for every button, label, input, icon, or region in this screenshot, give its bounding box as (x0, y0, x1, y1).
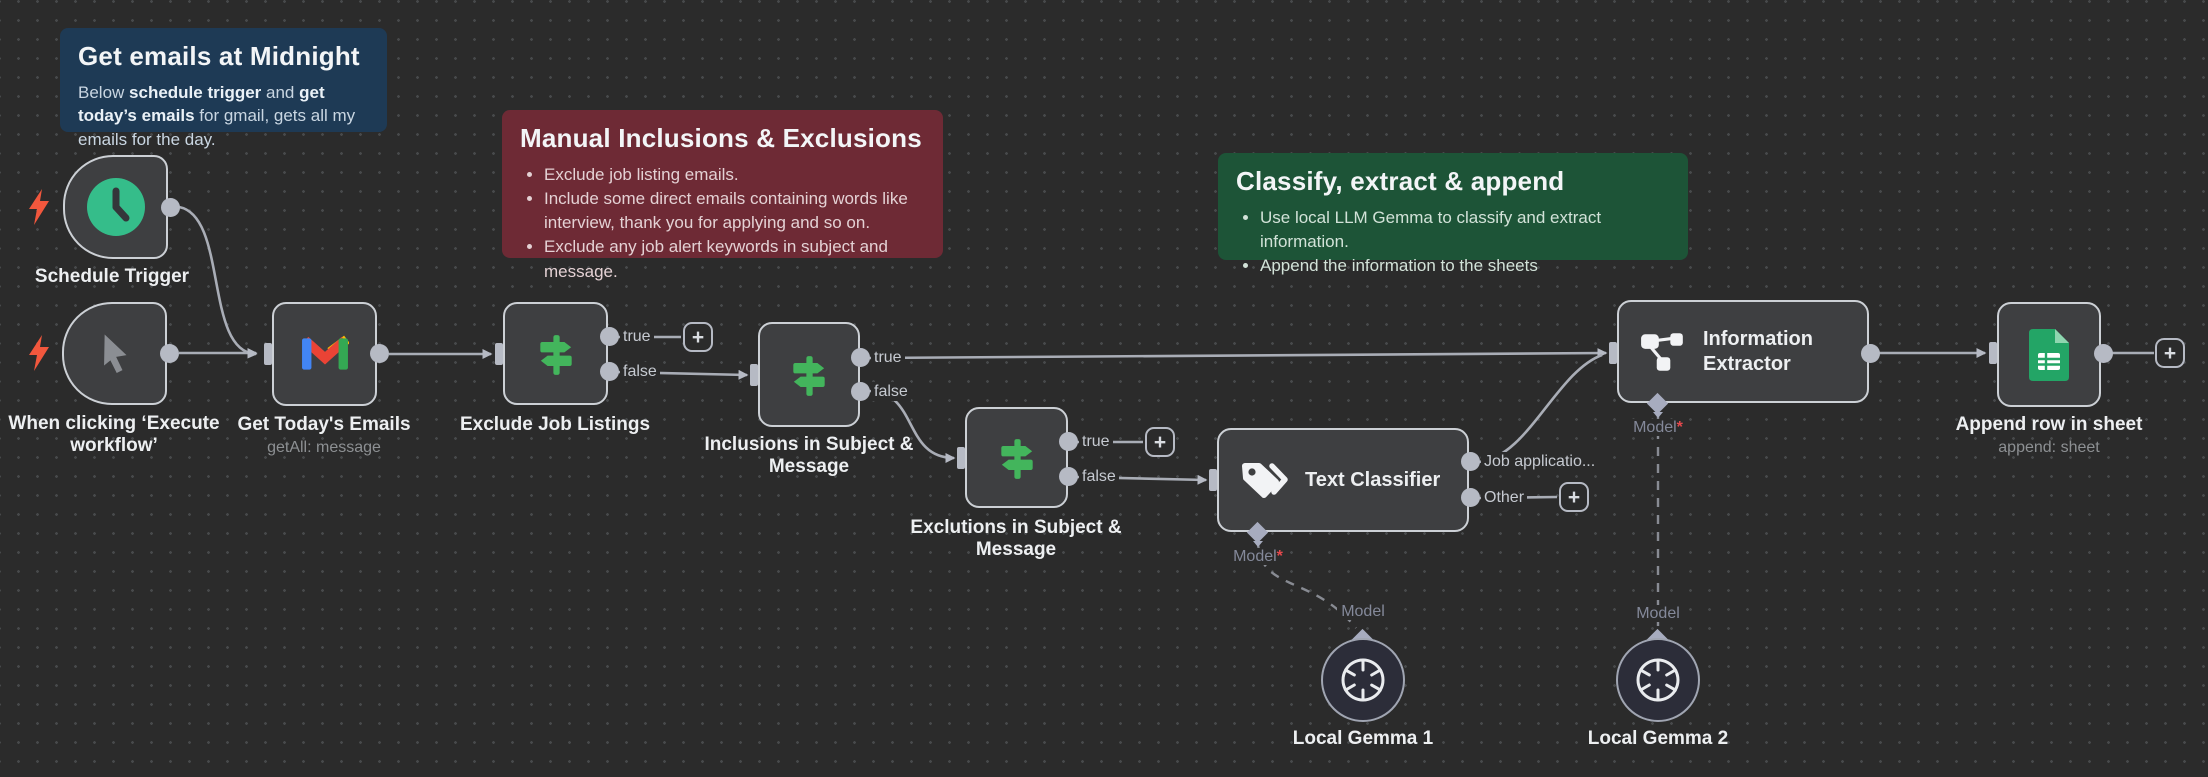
output-endpoint[interactable] (161, 198, 180, 217)
output-endpoint-true[interactable] (851, 348, 870, 367)
model-input-arrow (1253, 541, 1263, 547)
node-gmail[interactable] (272, 302, 377, 406)
plus-icon: + (2163, 341, 2177, 365)
input-endpoint (957, 447, 965, 469)
node-label-inclusions: Inclusions in Subject & Message (704, 434, 914, 478)
clock-icon (86, 178, 145, 236)
model-required-label: Model* (1598, 419, 1718, 437)
lightning-icon (29, 335, 49, 371)
sticky-bullet-list: Exclude job listing emails. Include some… (520, 163, 925, 284)
gmail-icon (301, 335, 349, 370)
sticky-bullet: Append the information to the sheets (1260, 254, 1670, 278)
sticky-body: Below schedule trigger and get today’s e… (78, 83, 356, 149)
node-subtitle-append-sheet: append: sheet (1998, 439, 2100, 456)
output-endpoint-false[interactable] (851, 382, 870, 401)
input-endpoint (1989, 342, 1997, 364)
node-label-local-gemma-1: Local Gemma 1 (1292, 728, 1434, 749)
input-endpoint (495, 343, 503, 365)
google-sheets-icon (2029, 328, 2069, 381)
cursor-icon (103, 333, 126, 373)
openai-icon (1636, 658, 1680, 702)
node-local-gemma-2[interactable] (1616, 638, 1700, 722)
node-exclude-job-listings[interactable] (503, 302, 608, 405)
node-inclusions[interactable] (758, 322, 860, 427)
input-endpoint (1609, 342, 1617, 364)
output-endpoint-true[interactable] (1059, 432, 1078, 451)
sticky-bullet: Include some direct emails containing wo… (544, 187, 925, 235)
add-node-button[interactable]: + (1559, 482, 1589, 512)
sticky-note-get-emails[interactable]: Get emails at Midnight Below schedule tr… (60, 28, 387, 149)
branch-label-job-application: Job applicatio... (1481, 452, 1599, 471)
add-node-button[interactable]: + (2155, 338, 2185, 368)
sticky-bullet-list: Use local LLM Gemma to classify and extr… (1236, 206, 1670, 278)
plus-icon: + (1153, 430, 1167, 454)
plus-icon: + (1567, 485, 1581, 509)
output-endpoint-false[interactable] (1059, 467, 1078, 486)
node-label-schedule-trigger: Schedule Trigger (34, 266, 190, 287)
plus-icon: + (691, 325, 705, 349)
input-endpoint (264, 343, 272, 365)
node-subtitle-gmail: getAll: message (267, 439, 381, 456)
node-manual-trigger[interactable] (62, 302, 167, 405)
branch-label-false: false (620, 362, 660, 381)
node-schedule-trigger[interactable] (63, 155, 168, 259)
tags-icon (1242, 463, 1288, 498)
extract-icon (1641, 332, 1683, 371)
output-endpoint-job-application[interactable] (1461, 452, 1480, 471)
node-label-information-extractor: Information Extractor (1703, 327, 1813, 375)
output-endpoint-true[interactable] (600, 327, 619, 346)
model-wire-label: Model (1598, 605, 1718, 623)
output-endpoint[interactable] (370, 344, 389, 363)
node-label-exclude-job-listings: Exclude Job Listings (459, 414, 651, 435)
branch-label-true: true (1079, 432, 1113, 451)
output-endpoint[interactable] (160, 344, 179, 363)
node-label-exclutions: Exclutions in Subject & Message (910, 517, 1122, 561)
node-information-extractor[interactable]: Information Extractor (1617, 300, 1869, 403)
sticky-title: Get emails at Midnight (78, 41, 360, 71)
branch-label-true: true (871, 348, 905, 367)
branch-label-true: true (620, 327, 654, 346)
output-endpoint-other[interactable] (1461, 488, 1480, 507)
sticky-bullet: Use local LLM Gemma to classify and extr… (1260, 206, 1670, 254)
add-node-button[interactable]: + (683, 322, 713, 352)
input-endpoint (1209, 469, 1217, 491)
sticky-title: Manual Inclusions & Exclusions (520, 123, 922, 153)
sticky-bullet: Exclude job listing emails. (544, 163, 925, 187)
model-input-arrow (1653, 412, 1663, 418)
model-required-label: Model* (1198, 548, 1318, 566)
node-label-text-classifier: Text Classifier (1305, 468, 1441, 491)
output-endpoint[interactable] (1861, 344, 1880, 363)
node-exclutions[interactable] (965, 407, 1068, 508)
sticky-title: Classify, extract & append (1236, 166, 1565, 196)
model-wire-label: Model (1303, 603, 1423, 621)
signpost-icon (1000, 438, 1033, 479)
node-label-gmail: Get Today's Emails (237, 414, 411, 435)
branch-label-false: false (871, 382, 911, 401)
openai-icon (1341, 658, 1385, 702)
sticky-bullet: Exclude any job alert keywords in subjec… (544, 235, 925, 283)
signpost-icon (793, 355, 825, 396)
branch-label-false: false (1079, 467, 1119, 486)
node-label-local-gemma-2: Local Gemma 2 (1587, 728, 1729, 749)
branch-label-other: Other (1481, 488, 1528, 507)
node-label-append-sheet: Append row in sheet (1955, 414, 2143, 435)
lightning-icon (29, 189, 49, 225)
node-local-gemma-1[interactable] (1321, 638, 1405, 722)
add-node-button[interactable]: + (1145, 427, 1175, 457)
sticky-note-classify[interactable]: Classify, extract & append Use local LLM… (1218, 153, 1688, 275)
node-append-sheet[interactable] (1997, 302, 2101, 407)
node-text-classifier[interactable]: Text Classifier (1217, 428, 1469, 532)
node-label-manual-trigger: When clicking ‘Execute workflow’ (8, 413, 220, 457)
output-endpoint-false[interactable] (600, 362, 619, 381)
output-endpoint[interactable] (2094, 344, 2113, 363)
sticky-note-manual-rules[interactable]: Manual Inclusions & Exclusions Exclude j… (502, 110, 943, 281)
signpost-icon (539, 334, 572, 375)
input-endpoint (750, 364, 758, 386)
